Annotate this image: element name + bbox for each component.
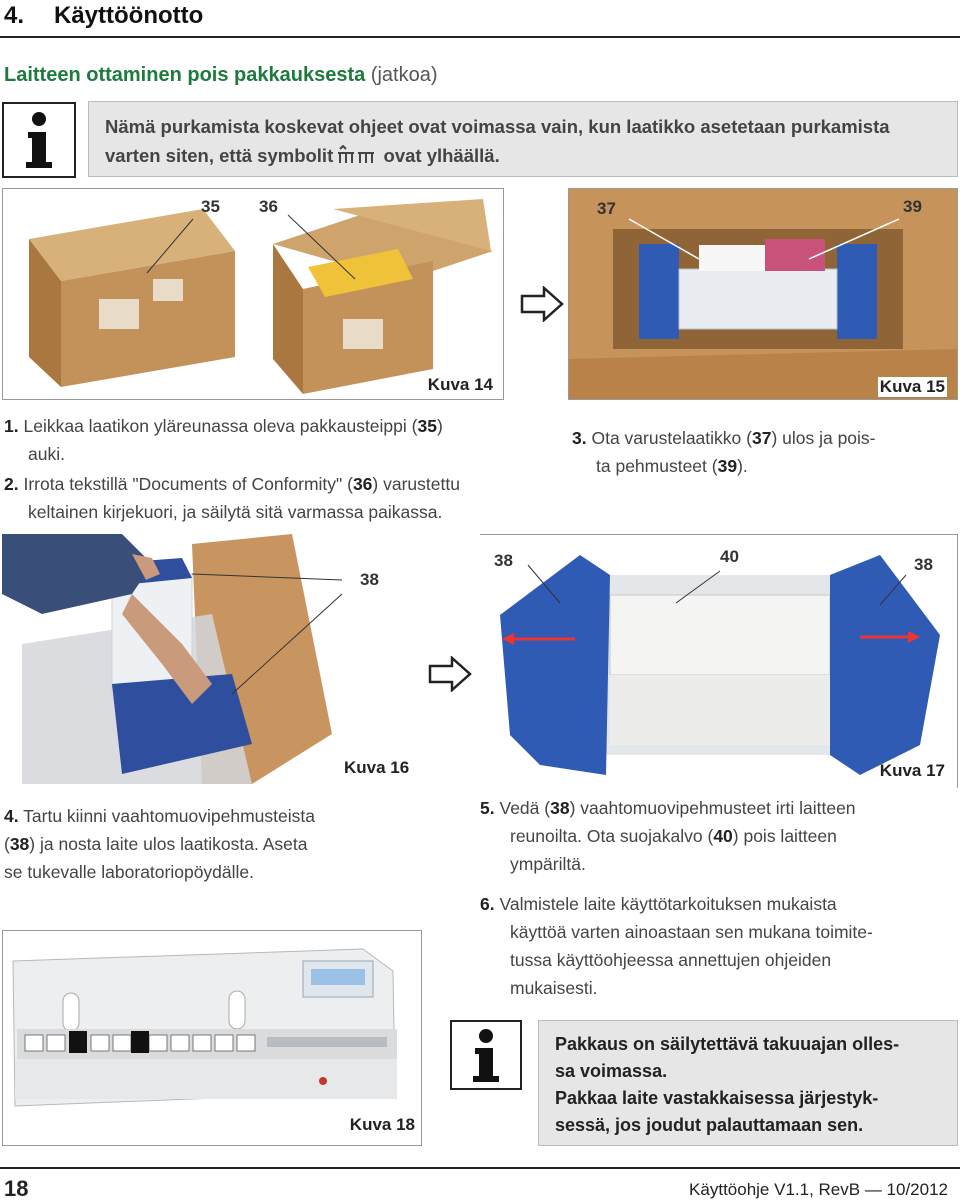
step-4: 4. Tartu kiinni vaahtomuovipehmusteista … <box>4 806 315 882</box>
callout-35: 35 <box>201 197 220 216</box>
callout-36: 36 <box>259 197 278 216</box>
up-arrows-umbrella-icon <box>338 144 375 163</box>
step-5: 5. Vedä (38) vaahtomuovipehmusteet irti … <box>480 798 856 874</box>
chapter-title: Käyttöönotto <box>54 2 204 29</box>
next-step-arrow-icon <box>520 286 564 322</box>
foam-removal-illustration <box>500 555 940 775</box>
open-box-foam-illustration <box>569 189 957 399</box>
section-title: Laitteen ottaminen pois pakkauksesta (ja… <box>4 64 438 87</box>
figure-14: 35 36 Kuva 14 <box>2 188 504 400</box>
step-2: 2. Irrota tekstillä "Documents of Confor… <box>4 474 460 522</box>
callout-38: 38 <box>360 570 379 589</box>
figure-17-label: Kuva 17 <box>879 761 945 780</box>
figure-16-label: Kuva 16 <box>344 758 410 777</box>
callout-38-left: 38 <box>494 551 513 570</box>
info-icon-2 <box>450 1020 522 1090</box>
footer-rule <box>0 1167 960 1169</box>
step-3: 3. Ota varustelaatikko (37) ulos ja pois… <box>572 428 876 476</box>
figure-16: 38 Kuva 16 <box>2 534 418 788</box>
info-note-line2: varten siten, että symbolit ovat ylhääll… <box>105 144 500 166</box>
section-title-main: Laitteen ottaminen pois pakkauksesta <box>4 64 366 86</box>
callout-40: 40 <box>720 547 739 566</box>
info-note-line1: Nämä purkamista koskevat ohjeet ovat voi… <box>105 116 890 137</box>
step-1: 1. Leikkaa laatikon yläreunassa oleva pa… <box>4 416 443 464</box>
header-rule <box>0 36 960 38</box>
manual-version: Käyttöohje V1.1, RevB — 10/2012 <box>689 1180 948 1199</box>
figure-18-label: Kuva 18 <box>349 1115 415 1134</box>
figure-15: 37 39 Kuva 15 <box>568 188 958 400</box>
chapter-number: 4. <box>4 2 25 29</box>
info-icon <box>2 102 76 178</box>
info-note-top: Nämä purkamista koskevat ohjeet ovat voi… <box>88 101 958 177</box>
chapter-header: 4. Käyttöönotto <box>0 0 960 36</box>
figure-15-label: Kuva 15 <box>877 377 947 397</box>
page-number: 18 <box>4 1176 29 1201</box>
info-note-bottom: Pakkaus on säilytettävä takuuajan olles-… <box>538 1020 958 1146</box>
callout-37: 37 <box>597 199 616 218</box>
section-title-cont: (jatkoa) <box>370 64 438 86</box>
boxes-illustration <box>29 199 493 394</box>
lifting-device-illustration <box>2 534 343 784</box>
figure-17: 38 40 38 Kuva 17 <box>480 534 958 788</box>
callout-39: 39 <box>903 197 922 216</box>
figure-18: Kuva 18 <box>2 930 422 1146</box>
step-6: 6. Valmistele laite käyttötarkoituksen m… <box>480 894 873 998</box>
callout-38-right: 38 <box>914 555 933 574</box>
stainer-device-illustration <box>12 948 397 1107</box>
next-step-arrow-icon-2 <box>428 656 472 692</box>
figure-14-label: Kuva 14 <box>427 375 493 394</box>
